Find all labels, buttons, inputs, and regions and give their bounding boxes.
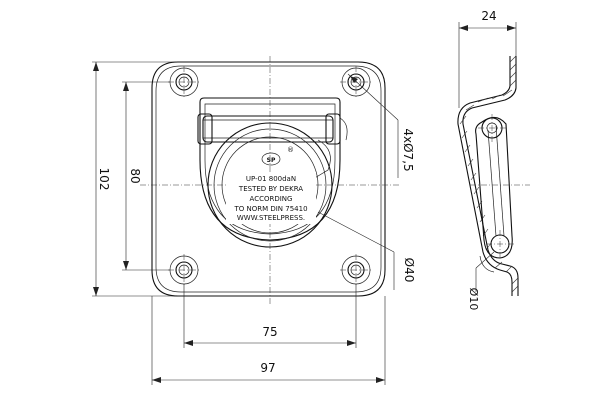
side-profile-inner: [457, 56, 513, 296]
side-bottom-bar: [486, 230, 514, 258]
section-hatching: [459, 55, 519, 293]
dim-bar-diameter: Ø10: [467, 288, 480, 311]
ring-wire: [307, 139, 331, 183]
stamp-line-5: WWW.STEELPRESS.: [237, 214, 305, 222]
svg-text:SP: SP: [267, 157, 276, 164]
side-view-dimensions: 24 Ø10: [458, 9, 517, 311]
side-profile-outer: [462, 56, 519, 296]
stamp-line-1: UP-01 800daN: [246, 175, 296, 183]
dim-overall-width: 97: [260, 361, 275, 375]
dim-ring-diameter: Ø40: [402, 258, 416, 283]
side-section-view: [457, 55, 530, 296]
side-hinge-pin: [478, 114, 506, 142]
dim-profile-depth: 24: [481, 9, 496, 23]
stamp-line-4: TO NORM DIN 75410: [233, 205, 307, 213]
dim-hole-pitch-horizontal: 75: [262, 325, 277, 339]
stamp-line-3: ACCORDING: [250, 195, 293, 203]
side-flange: [479, 255, 495, 273]
dim-overall-height: 102: [97, 168, 111, 191]
brand-logo: SP ®: [261, 146, 294, 166]
dim-hole-callout: 4xØ7,5: [401, 128, 415, 171]
base-plate-outline: [151, 61, 386, 297]
front-view: SP ® UP-01 800daN TESTED BY DEKRA ACCORD…: [140, 56, 400, 304]
front-view-dimensions: 102 80 75 97 4xØ7,5 Ø40: [92, 61, 416, 385]
svg-text:®: ®: [287, 146, 294, 154]
dim-hole-pitch-vertical: 80: [128, 168, 142, 183]
stamp-line-2: TESTED BY DEKRA: [238, 185, 303, 193]
hinge-bar: [197, 113, 348, 145]
stamp-text: UP-01 800daN TESTED BY DEKRA ACCORDING T…: [226, 172, 316, 224]
